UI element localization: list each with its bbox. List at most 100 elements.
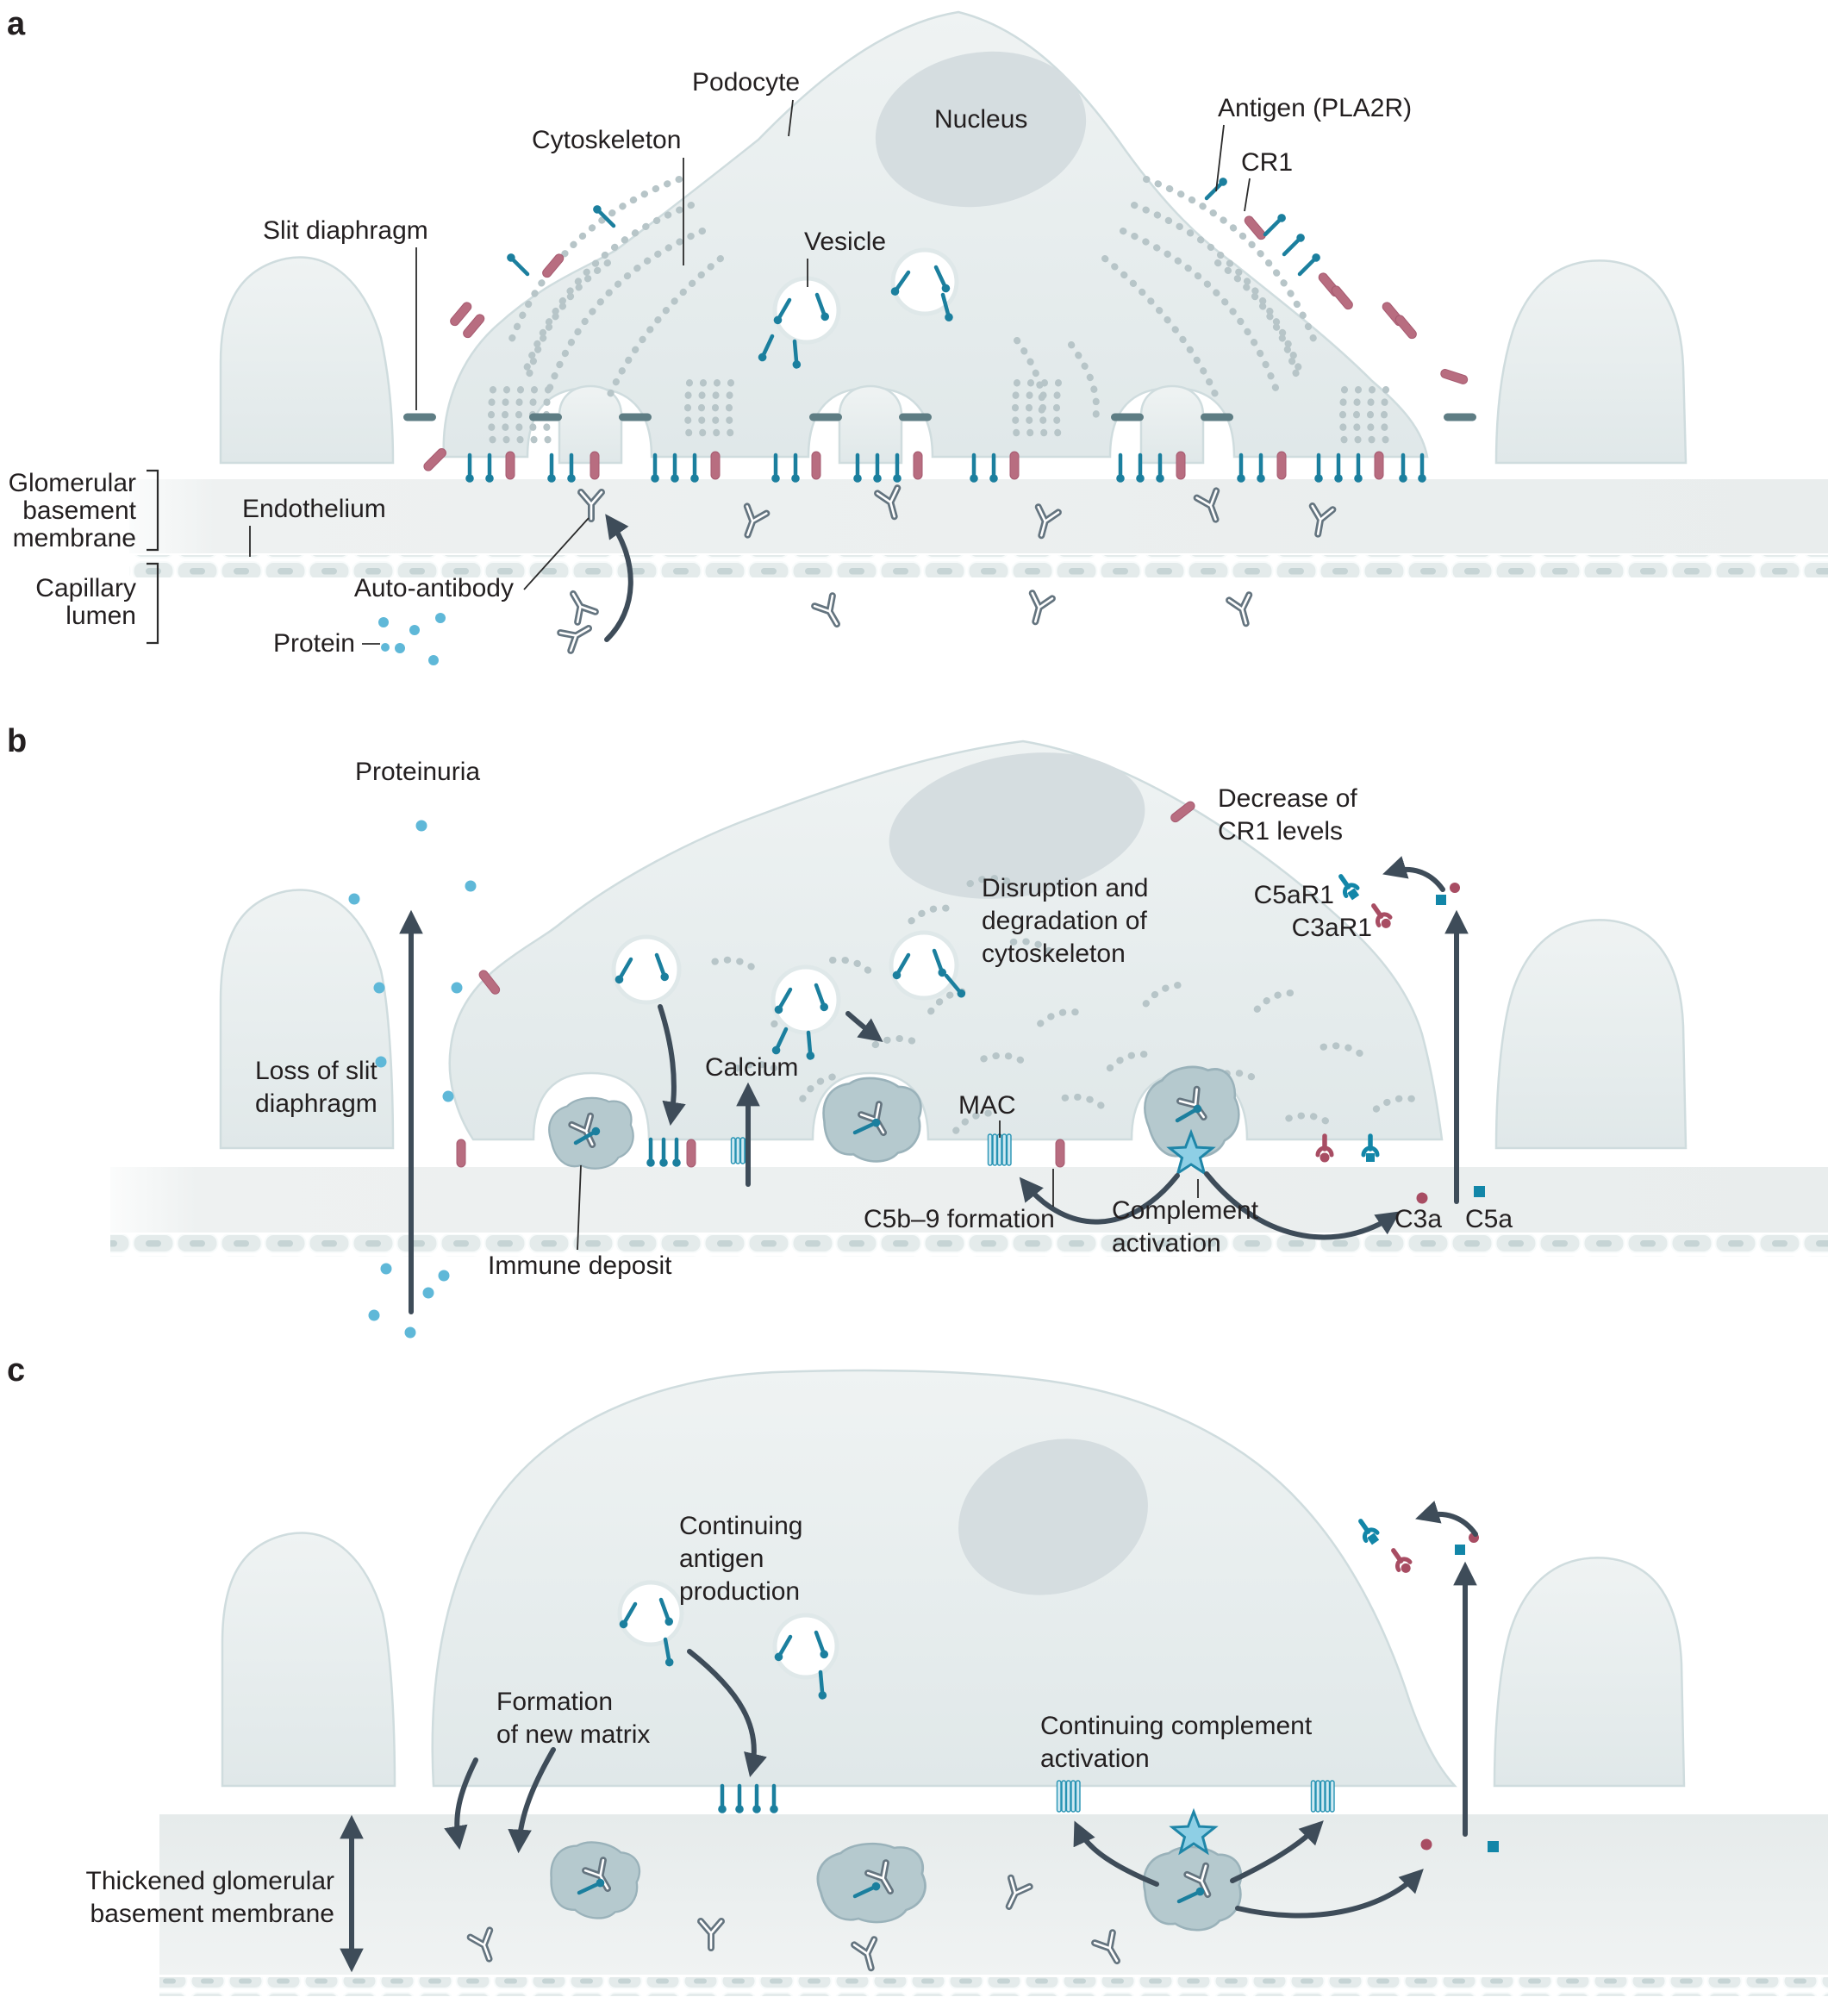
ligand-binding-arrow	[1382, 856, 1445, 892]
protein-dot-icon	[409, 625, 420, 635]
label-loss-2: diaphragm	[255, 1089, 377, 1118]
panel-a: a	[7, 6, 1828, 665]
label-proteinuria: Proteinuria	[355, 758, 480, 786]
label-thickened-gbm-2: basement membrane	[90, 1900, 334, 1928]
label-c5b9: C5b–9 formation	[864, 1205, 1055, 1233]
label-slit-diaphragm: Slit diaphragm	[263, 216, 428, 245]
cr1-bar-icon	[1374, 451, 1384, 480]
vesicle	[890, 247, 959, 316]
antigen-pin-icon	[1282, 232, 1307, 257]
gbm-band	[129, 479, 1828, 553]
label-gbm-1: Glomerular	[9, 469, 136, 497]
cr1-bar-icon	[421, 446, 449, 473]
slit-diaphragm-bar-icon	[899, 413, 932, 421]
label-protein: Protein	[273, 629, 355, 658]
label-loss-1: Loss of slit	[255, 1057, 377, 1085]
antibody-icon	[565, 589, 596, 622]
antigen-pin-icon	[770, 1786, 778, 1813]
antigen-pin-icon	[651, 455, 659, 483]
cr1-bar-icon	[590, 451, 600, 480]
antibody-icon	[1026, 593, 1052, 624]
panel-c: c	[7, 1352, 1828, 1996]
interdigitating-foot-bulbs	[558, 384, 1205, 465]
protein-dot-icon	[380, 1263, 392, 1275]
complement-to-mac-arrow	[1073, 1820, 1159, 1887]
antigen-pin-icon	[505, 252, 530, 277]
antigen-pin-icon	[771, 455, 780, 483]
cr1-bar-icon	[1276, 451, 1287, 480]
panel-letter-c: c	[7, 1352, 25, 1389]
protein-dot-icon	[378, 617, 389, 627]
protein-dot-icon	[465, 880, 477, 892]
antigen-pin-icon	[1116, 455, 1125, 483]
antigen-traffic-arrow	[658, 1004, 686, 1127]
vesicle	[611, 934, 682, 1005]
mac-icon	[987, 1133, 1012, 1166]
cr1-bar-icon	[1393, 313, 1419, 341]
vesicle	[771, 964, 841, 1035]
antigen-pin-icon	[970, 455, 978, 483]
label-disruption-3: cytoskeleton	[982, 939, 1126, 968]
antigen-pin-icon	[672, 1139, 681, 1167]
new-matrix-arrow	[508, 1747, 556, 1854]
c3a-dot-icon	[1416, 1192, 1428, 1204]
protein-dot-icon	[451, 982, 463, 994]
protein-dot-icon	[435, 613, 446, 623]
nucleus	[958, 1439, 1148, 1595]
c3a-c5a-release-arrow	[1204, 1171, 1401, 1240]
label-c5ar1: C5aR1	[1254, 881, 1334, 909]
antigen-pin-icon	[1263, 212, 1288, 237]
label-capillary-1: Capillary	[35, 574, 136, 602]
slit-diaphragm-bar-icon	[403, 413, 436, 421]
slit-diaphragm-bar-icon	[809, 413, 842, 421]
label-auto-antibody: Auto-antibody	[354, 574, 514, 602]
label-gbm-2: basement	[22, 496, 136, 525]
label-cytoskeleton: Cytoskeleton	[532, 126, 681, 154]
protein-dot-icon	[395, 643, 405, 653]
label-complement-1: Complement	[1112, 1196, 1259, 1225]
label-podocyte: Podocyte	[692, 68, 800, 97]
panel-b-ligands	[1416, 1186, 1485, 1204]
panel-b-arrows	[399, 909, 1469, 1314]
label-calcium: Calcium	[705, 1053, 798, 1082]
neighbor-foot-process-right	[1494, 919, 1688, 1150]
antigen-pin-icon	[659, 1139, 668, 1167]
c3a-dot-icon	[1420, 1838, 1432, 1851]
panel-c-arrows	[340, 1561, 1477, 1973]
antibodies-in-capillary	[560, 589, 1256, 651]
label-antigen-pla2r: Antigen (PLA2R)	[1218, 94, 1412, 122]
label-cont-complement-2: activation	[1040, 1744, 1150, 1773]
cr1-bar-icon	[913, 451, 923, 480]
antigen-pin-icon	[1237, 455, 1245, 483]
protein-dot-icon	[373, 982, 385, 994]
cr1-bar-icon	[686, 1139, 696, 1168]
neighbor-foot-process-right	[1493, 1557, 1686, 1788]
c5a-square-icon	[1436, 895, 1446, 905]
vesicle-release-arrow	[845, 1011, 883, 1042]
label-c5a: C5a	[1465, 1205, 1513, 1233]
vesicle	[772, 276, 841, 345]
label-nucleus: Nucleus	[934, 105, 1027, 134]
antigen-pin-icon	[690, 455, 699, 483]
vesicles	[618, 1580, 839, 1700]
vesicle	[772, 1613, 839, 1680]
proteinuria-dots	[348, 820, 477, 1339]
panel-b-label-lines	[577, 1120, 1199, 1251]
label-cr1: CR1	[1241, 148, 1293, 177]
protein-dots	[378, 613, 446, 665]
foot-bulb	[838, 384, 903, 465]
c3a-c5a-release-arrow	[1235, 1869, 1424, 1919]
slit-diaphragm-bar-icon	[529, 413, 562, 421]
c5b9-to-mac-arrow	[1019, 1173, 1180, 1225]
panel-b: b	[7, 723, 1828, 1339]
protein-dot-icon	[375, 1056, 387, 1068]
podocyte-cell-body-effaced	[431, 1369, 1457, 1788]
label-immune-deposit: Immune deposit	[488, 1251, 672, 1280]
antibody-binding-arrow	[604, 514, 633, 642]
panel-letter-b: b	[7, 723, 27, 759]
endothelium-row	[110, 1234, 1828, 1257]
antigen-pin-icon	[1297, 252, 1322, 277]
vesicles	[757, 247, 959, 369]
antigen-pin-icon	[989, 455, 998, 483]
